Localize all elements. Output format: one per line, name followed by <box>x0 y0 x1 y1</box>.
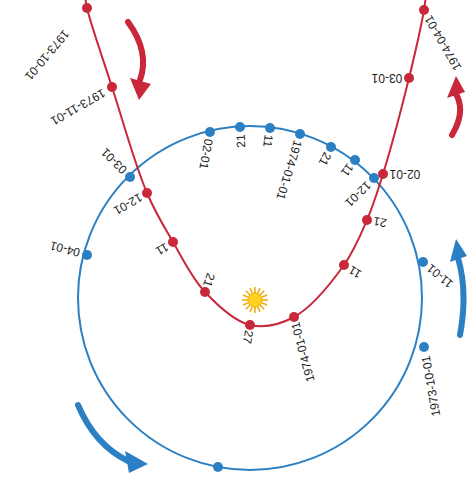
sun-ray <box>260 291 264 295</box>
sun-ray <box>250 288 252 294</box>
sun-ray <box>254 287 256 293</box>
date-dot <box>295 129 305 139</box>
date-dot <box>125 172 135 182</box>
date-dot <box>369 173 379 183</box>
direction-arrow <box>450 239 467 335</box>
date-label: 11 <box>152 240 171 258</box>
date-dot <box>82 250 92 260</box>
date-label: 21 <box>372 215 389 229</box>
sun-ray <box>261 303 267 305</box>
date-dot <box>213 462 223 472</box>
date-label: 02-01 <box>389 168 422 180</box>
date-dot <box>265 123 275 133</box>
date-label: 03-01 <box>370 72 403 84</box>
direction-arrow <box>128 22 151 100</box>
arrow-shaft <box>78 405 128 461</box>
date-label: 12-01 <box>342 178 374 209</box>
sun-ray <box>258 288 260 294</box>
comet-orbit <box>85 0 426 326</box>
sun-ray <box>246 305 250 309</box>
date-dot <box>245 320 255 330</box>
date-dot <box>200 287 210 297</box>
sun-ray <box>258 306 260 312</box>
sun-ray <box>250 306 252 312</box>
sun-ray <box>260 305 264 309</box>
arrow-shaft <box>452 94 460 135</box>
arrow-head <box>450 239 467 262</box>
date-dot <box>142 188 152 198</box>
date-dot <box>326 142 336 152</box>
sun-ray <box>262 299 268 301</box>
sun-ray <box>243 303 249 305</box>
date-dot <box>419 342 429 352</box>
date-label: 27 <box>241 329 255 346</box>
date-label: 11 <box>262 133 276 149</box>
date-dot <box>289 312 299 322</box>
arrow-shaft <box>458 258 464 335</box>
date-dot <box>362 215 372 225</box>
sun-ray <box>242 299 248 301</box>
sun-ray <box>243 295 249 297</box>
date-label: 21 <box>201 271 218 290</box>
date-label: 1973-10-01 <box>419 354 442 419</box>
date-dot <box>235 122 245 132</box>
sun-ray <box>246 291 250 295</box>
date-dot <box>107 82 117 92</box>
date-label: 03-01 <box>98 145 130 177</box>
arrow-head <box>125 451 148 473</box>
arrow-head <box>447 76 465 98</box>
date-label: 1973-10-01 <box>22 27 72 83</box>
date-label: 21 <box>234 133 247 149</box>
date-dot <box>404 73 414 83</box>
date-label: 12-01 <box>110 191 144 218</box>
date-label: 21 <box>316 149 334 168</box>
sun-ray <box>261 295 267 297</box>
date-dot <box>205 127 215 137</box>
sun-symbol <box>242 287 268 313</box>
arrow-head <box>130 78 151 100</box>
arrow-shaft <box>128 22 143 80</box>
date-dot <box>168 237 178 247</box>
sun-ray <box>254 307 256 313</box>
date-label: 1973-11-01 <box>48 86 108 128</box>
date-dot <box>419 5 429 15</box>
date-label: 1974-01-01 <box>274 138 304 202</box>
earth-orbit <box>78 126 422 470</box>
date-label: 11-01 <box>424 261 456 291</box>
date-dot <box>378 169 388 179</box>
date-label: 04-01 <box>48 239 83 259</box>
date-dot <box>82 3 92 13</box>
date-label: 1974-04-01 <box>422 12 464 73</box>
date-label: 11 <box>346 263 365 281</box>
direction-arrow <box>447 76 465 135</box>
sun-disc <box>248 293 262 307</box>
date-label: 1974-01-01 <box>289 320 317 384</box>
direction-arrow <box>78 405 148 473</box>
date-label: 02-01 <box>197 137 214 171</box>
